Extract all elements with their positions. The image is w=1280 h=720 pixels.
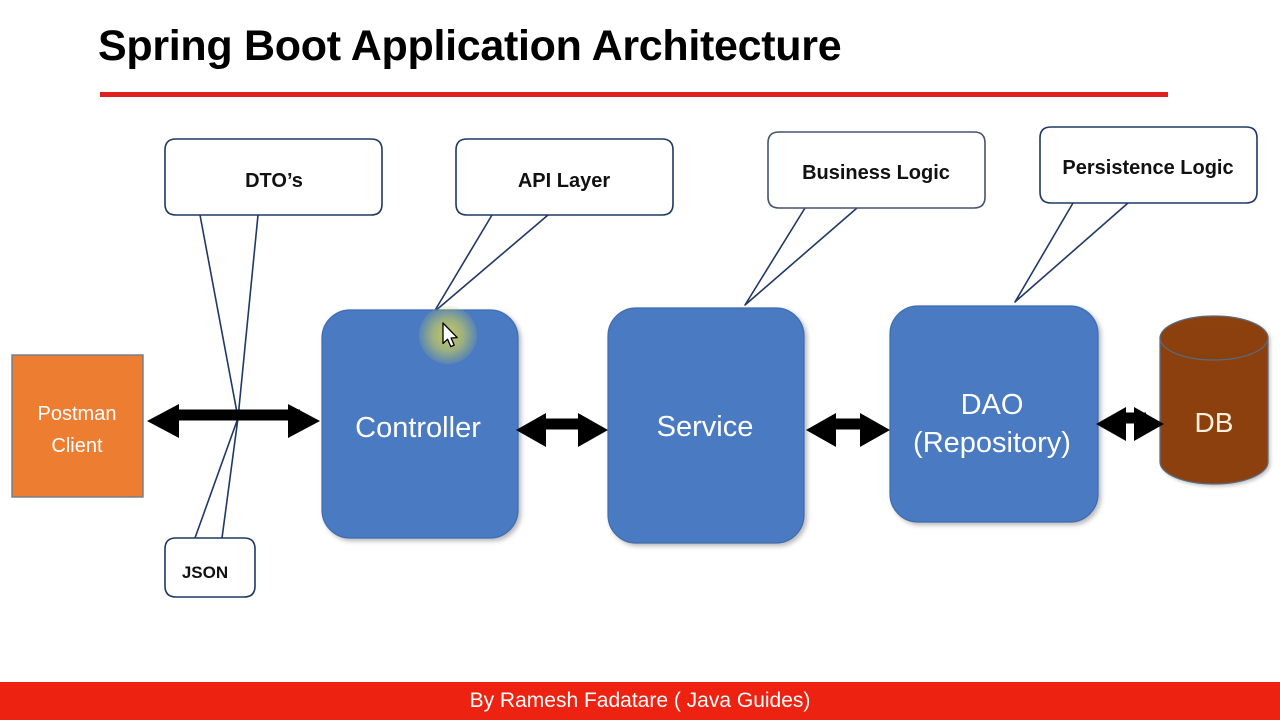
callout-tail-business-logic (744, 207, 858, 306)
footer-bar (0, 682, 1280, 720)
callout-persistence-logic[interactable]: Persistence Logic (1039, 126, 1258, 204)
node-service[interactable]: Service (607, 307, 805, 544)
node-service-label: Service (657, 411, 754, 443)
callout-json[interactable]: JSON (164, 537, 256, 598)
callout-business-logic[interactable]: Business Logic (767, 131, 986, 209)
callout-api-layer-label: API Layer (518, 170, 610, 192)
node-dao-repository[interactable]: DAO (Repository) (889, 305, 1099, 523)
footer-credit-text: By Ramesh Fadatare ( Java Guides) (469, 689, 811, 712)
callout-business-logic-label: Business Logic (802, 162, 950, 184)
callout-api-layer[interactable]: API Layer (455, 138, 674, 216)
node-controller[interactable]: Controller (321, 309, 519, 539)
title-underline-rule (100, 92, 1168, 97)
connector-controller-to-service (516, 413, 608, 447)
node-postman-client[interactable]: Postman Client (11, 354, 144, 498)
callout-persistence-logic-label: Persistence Logic (1062, 157, 1233, 179)
page-title: Spring Boot Application Architecture (98, 22, 842, 70)
node-db-label: DB (1195, 407, 1234, 438)
node-dao-repository-label-line2: (Repository) (913, 427, 1071, 459)
callout-tail-dtos (199, 214, 259, 419)
callout-dtos-label: DTO’s (245, 170, 303, 192)
node-db[interactable]: DB (1159, 315, 1269, 485)
callout-tail-json (194, 417, 239, 539)
node-postman-client-label-line2: Client (51, 435, 103, 457)
node-dao-repository-label-line1: DAO (961, 389, 1024, 421)
connector-postman-to-controller (147, 404, 320, 438)
callout-tail-api-layer (433, 214, 549, 313)
callout-tail-persistence-logic (1014, 202, 1129, 303)
node-postman-client-label-line1: Postman (38, 403, 117, 425)
connector-dao-to-db (1096, 407, 1164, 441)
connector-service-to-dao (806, 413, 890, 447)
node-controller-label: Controller (355, 412, 481, 444)
callout-dtos[interactable]: DTO’s (164, 138, 383, 216)
callout-json-label: JSON (182, 563, 228, 582)
